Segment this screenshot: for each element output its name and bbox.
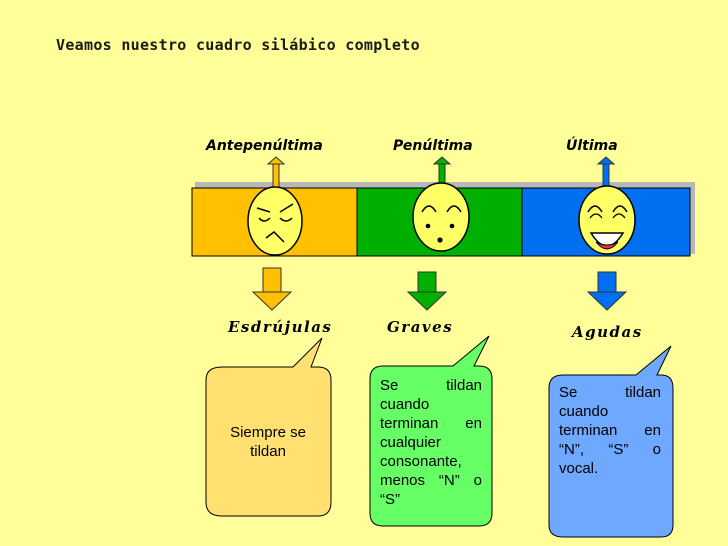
- frown-face-icon: [247, 186, 303, 256]
- bubble-text-esdrujulas: Siempre se tildan: [230, 424, 306, 460]
- page-title: Veamos nuestro cuadro silábico completo: [56, 36, 420, 54]
- arrow-down-icon: [586, 271, 628, 311]
- bubble-esdrujulas: [205, 337, 332, 517]
- label-ultima: Última: [566, 138, 618, 154]
- label-antepenultima: Antepenúltima: [206, 138, 323, 154]
- label-graves: Graves: [387, 318, 454, 336]
- bubble-text-graves: Se tildan cuando terminan en cualquier c…: [380, 377, 482, 508]
- bubble-text-agudas: Se tildan cuando terminan en “N”, “S” o …: [559, 384, 661, 477]
- label-esdrujulas: Esdrújulas: [228, 318, 333, 336]
- label-penultima: Penúltima: [393, 138, 473, 154]
- arrow-up-icon: [432, 156, 452, 189]
- label-agudas: Agudas: [572, 323, 643, 341]
- bubble-agudas: [548, 345, 674, 538]
- bubble-graves: [369, 335, 493, 527]
- laugh-face-icon: [578, 185, 636, 255]
- smile-face-icon: [412, 182, 470, 252]
- arrow-down-icon: [406, 271, 448, 311]
- arrow-down-icon: [251, 267, 293, 311]
